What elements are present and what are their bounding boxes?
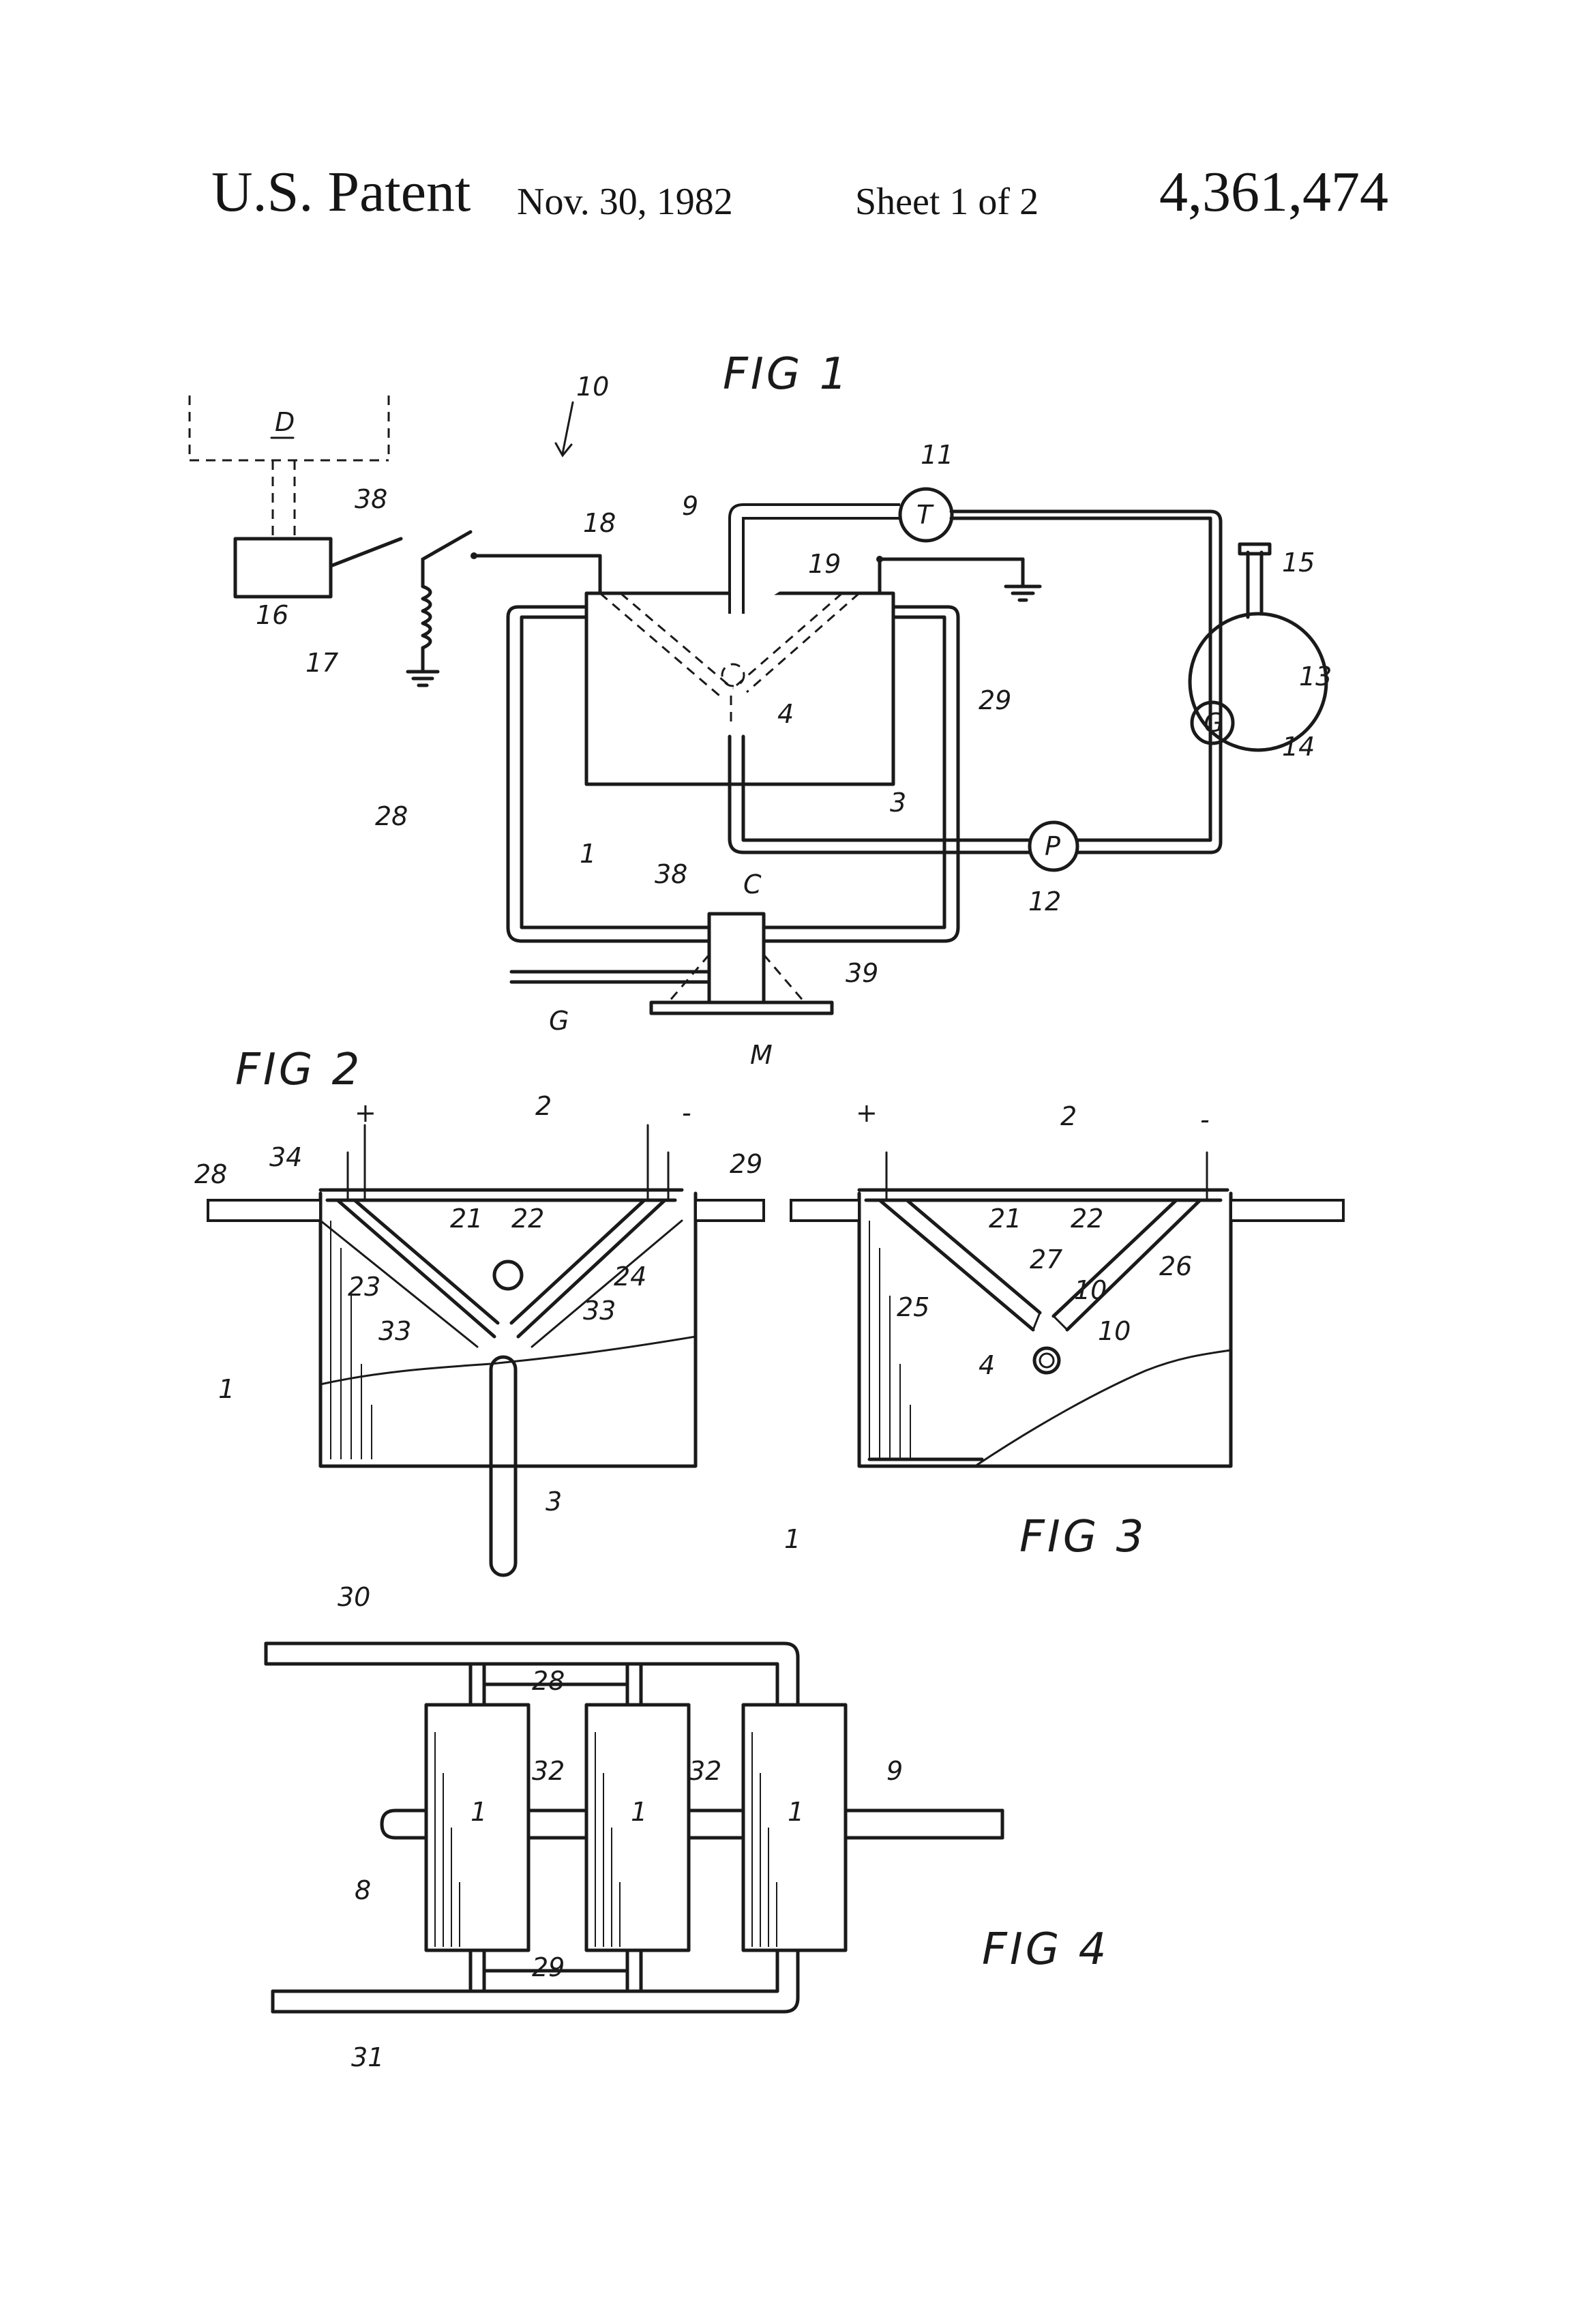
label-29: 29 bbox=[730, 1149, 762, 1179]
switch-38 bbox=[423, 532, 471, 559]
label-14: 14 bbox=[1282, 732, 1315, 762]
label-28: 28 bbox=[532, 1666, 565, 1696]
label-10b: 10 bbox=[1098, 1316, 1131, 1346]
label-d: D bbox=[275, 407, 295, 437]
label-25: 25 bbox=[897, 1292, 929, 1322]
label-28: 28 bbox=[194, 1159, 227, 1189]
cell-1 bbox=[426, 1705, 528, 1950]
chamber-c bbox=[709, 914, 764, 1002]
label-g14: G bbox=[1204, 708, 1223, 738]
label-8: 8 bbox=[355, 1875, 371, 1905]
label-m: M bbox=[750, 1040, 773, 1070]
label-32b: 32 bbox=[689, 1756, 721, 1786]
label-1: 1 bbox=[580, 839, 596, 869]
label-26: 26 bbox=[1159, 1251, 1192, 1281]
label-p: P bbox=[1045, 831, 1060, 861]
figure-1-caption: FIG 1 bbox=[723, 349, 850, 400]
label-28: 28 bbox=[375, 801, 408, 831]
label-22: 22 bbox=[1071, 1204, 1103, 1234]
label-34: 34 bbox=[269, 1142, 302, 1172]
label-g: G bbox=[549, 1006, 569, 1036]
label-23: 23 bbox=[348, 1272, 380, 1302]
label-12: 12 bbox=[1028, 887, 1061, 917]
label-21: 21 bbox=[450, 1204, 483, 1234]
label-1: 1 bbox=[784, 1524, 801, 1554]
control-unit-16 bbox=[235, 539, 331, 597]
label-11: 11 bbox=[921, 440, 953, 470]
relay-coil-17 bbox=[423, 586, 430, 648]
figure-4-caption: FIG 4 bbox=[982, 1924, 1109, 1975]
label-minus: - bbox=[1200, 1105, 1210, 1135]
label-2: 2 bbox=[535, 1091, 552, 1121]
label-16: 16 bbox=[256, 600, 288, 630]
label-minus: - bbox=[682, 1098, 691, 1128]
label-t: T bbox=[916, 500, 934, 530]
label-9: 9 bbox=[886, 1756, 903, 1786]
cell-2 bbox=[586, 1705, 689, 1950]
label-27: 27 bbox=[1030, 1245, 1062, 1275]
label-21: 21 bbox=[989, 1204, 1021, 1234]
label-30: 30 bbox=[338, 1582, 370, 1612]
label-29: 29 bbox=[532, 1952, 565, 1982]
label-2: 2 bbox=[1060, 1101, 1077, 1131]
figure-2: FIG 2 bbox=[194, 1045, 764, 1575]
cell-3 bbox=[743, 1705, 846, 1950]
label-33b: 33 bbox=[583, 1296, 616, 1326]
figure-4: FIG 4 bbox=[266, 1582, 1109, 2072]
label-13: 13 bbox=[1299, 661, 1332, 691]
label-19: 19 bbox=[808, 549, 841, 579]
label-38b: 38 bbox=[655, 859, 687, 889]
label-plus: + bbox=[355, 1098, 376, 1128]
label-24: 24 bbox=[614, 1262, 646, 1292]
figure-2-caption: FIG 2 bbox=[235, 1045, 362, 1095]
label-18: 18 bbox=[583, 508, 616, 538]
base-m bbox=[651, 1002, 832, 1013]
figure-3: FIG 3 + bbox=[784, 1098, 1343, 1562]
label-9: 9 bbox=[682, 491, 698, 521]
label-17: 17 bbox=[305, 648, 338, 678]
cell-housing-fig3 bbox=[859, 1193, 1231, 1466]
label-39: 39 bbox=[846, 958, 878, 988]
label-32a: 32 bbox=[532, 1756, 565, 1786]
label-1: 1 bbox=[218, 1374, 235, 1404]
label-4: 4 bbox=[979, 1350, 995, 1380]
label-cell-1: 1 bbox=[471, 1797, 487, 1827]
label-31: 31 bbox=[351, 2042, 384, 2072]
label-10: 10 bbox=[576, 372, 609, 402]
label-plus: + bbox=[856, 1098, 878, 1128]
label-4: 4 bbox=[777, 699, 794, 729]
label-c: C bbox=[743, 869, 762, 899]
label-cell-3: 1 bbox=[788, 1797, 804, 1827]
label-29: 29 bbox=[979, 685, 1011, 715]
label-33a: 33 bbox=[378, 1316, 411, 1346]
label-cell-2: 1 bbox=[631, 1797, 647, 1827]
label-22: 22 bbox=[511, 1204, 544, 1234]
label-3: 3 bbox=[890, 788, 906, 818]
label-15: 15 bbox=[1282, 548, 1315, 578]
figure-3-caption: FIG 3 bbox=[1019, 1512, 1146, 1562]
label-38a: 38 bbox=[355, 484, 387, 514]
figure-1: FIG 1 D bbox=[190, 349, 1332, 1070]
label-10a: 10 bbox=[1074, 1275, 1107, 1305]
electrolytic-cell-1 bbox=[586, 593, 893, 784]
label-3: 3 bbox=[546, 1487, 562, 1517]
